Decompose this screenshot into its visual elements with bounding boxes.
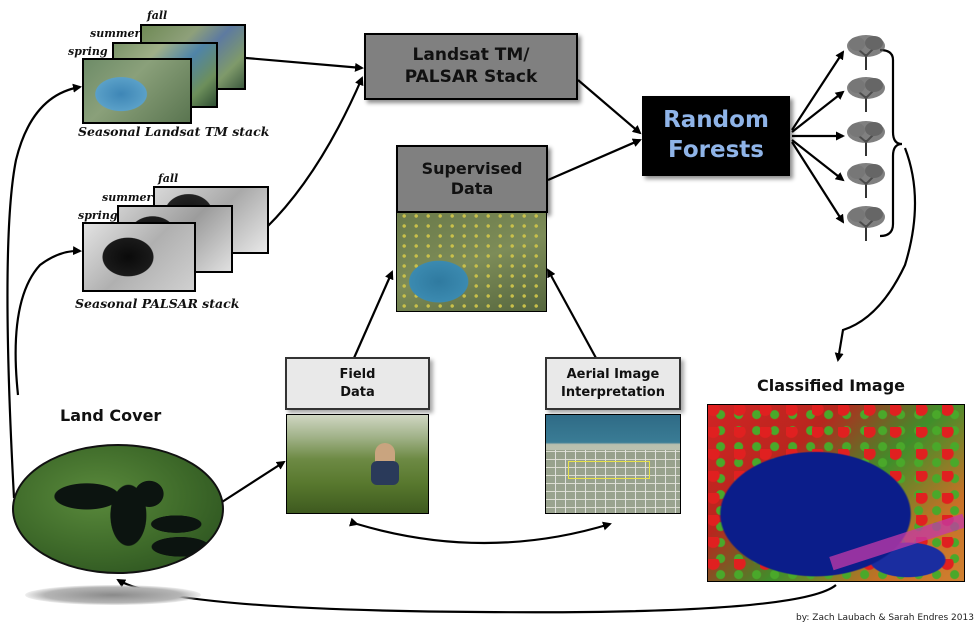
tree-icon-2 (847, 77, 885, 112)
tree-icon-1 (847, 35, 885, 70)
arrow-rf-tree-4 (791, 139, 845, 182)
classified-image-title: Classified Image (757, 376, 906, 395)
arrow-palsar-to-stack (265, 76, 364, 229)
landsat-season-spring: spring (68, 45, 108, 58)
arrow-field-aerial-link (349, 517, 612, 545)
land-cover-shadow (25, 585, 201, 605)
tree-icon-5 (847, 206, 885, 241)
classified-river-band (829, 513, 964, 571)
land-cover-globe-image (12, 444, 224, 574)
landsat-season-summer: summer (90, 27, 141, 40)
palsar-caption: Seasonal PALSAR stack (75, 296, 240, 311)
land-cover-title: Land Cover (60, 406, 162, 425)
arrow-aerial-to-supervised (547, 268, 597, 359)
arrow-supervised-to-rf (547, 138, 642, 182)
landsat-caption: Seasonal Landsat TM stack (78, 124, 270, 139)
field-worker-shirt (371, 461, 399, 485)
supervised-data-box: Supervised Data (396, 145, 548, 213)
arrow-landsat-to-stack (245, 56, 364, 72)
credit-text: by: Zach Laubach & Sarah Endres 2013 (796, 613, 974, 623)
aerial-box: Aerial Image Interpretation (545, 357, 681, 410)
field-data-box: Field Data (285, 357, 430, 410)
tree-icon-3 (847, 121, 885, 156)
palsar-spring-image (82, 222, 196, 292)
palsar-season-fall: fall (158, 172, 179, 185)
arrow-rf-tree-1 (791, 50, 845, 131)
arrow-classified-to-landcover (116, 579, 837, 614)
trees-bracket (879, 48, 903, 238)
arrow-rf-tree-5 (791, 141, 845, 224)
supervised-data-image (396, 212, 547, 312)
aerial-highlight (568, 461, 650, 479)
arrow-stack-to-rf (577, 79, 642, 135)
aerial-street-grid (546, 450, 680, 513)
palsar-season-spring: spring (78, 209, 118, 222)
palsar-season-summer: summer (102, 191, 153, 204)
arrow-field-to-supervised (352, 270, 394, 359)
landsat-spring-image (82, 58, 192, 124)
random-forests-box: Random Forests (642, 96, 790, 176)
field-data-photo (286, 414, 429, 514)
landsat-season-fall: fall (147, 9, 168, 22)
arrow-trees-to-classified (834, 147, 917, 362)
classified-image (707, 404, 965, 582)
arrow-landcover-to-field (221, 460, 286, 503)
stack-box: Landsat TM/ PALSAR Stack (364, 33, 578, 100)
arrow-landcover-to-palsar (14, 246, 82, 396)
arrow-rf-tree-2 (791, 90, 845, 133)
aerial-image (545, 414, 681, 514)
tree-icon-4 (847, 163, 885, 198)
arrow-landcover-to-landsat (6, 83, 82, 499)
